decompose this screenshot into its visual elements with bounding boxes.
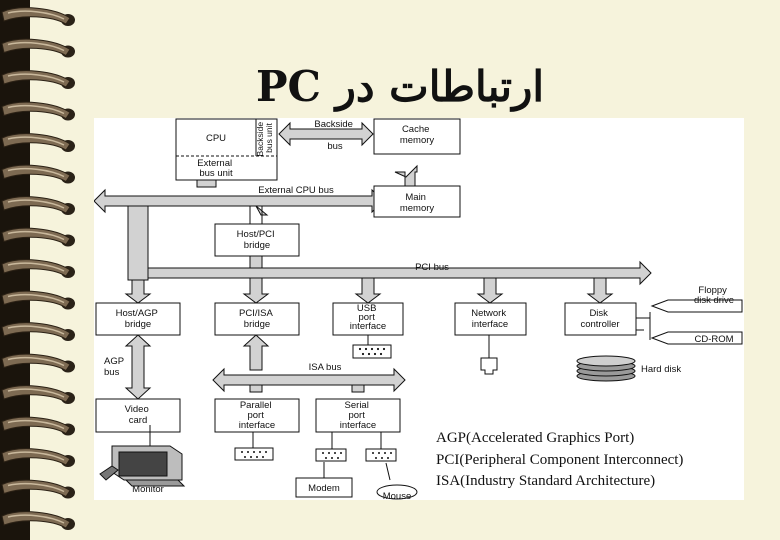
usb-port-interface-label: USB port interface <box>350 303 386 332</box>
serial-port-box <box>315 398 401 433</box>
pci-isa-drop-arrow <box>242 277 270 304</box>
serial-drop-arrow <box>351 384 365 393</box>
pci-bus-arrow <box>147 260 652 286</box>
binding-ring <box>1 38 75 58</box>
binding-ring <box>1 448 75 467</box>
mouse-icon <box>376 484 418 500</box>
monitor-icon <box>99 445 186 487</box>
disk-controller-label: Disk controller <box>580 308 619 330</box>
pc-architecture-diagram: CPU Backside bus unit External bus unit … <box>93 118 744 502</box>
usb-port-interface-box <box>332 302 404 336</box>
legend-isa: ISA(Industry Standard Architecture) <box>436 473 656 489</box>
binding-ring <box>1 416 75 436</box>
host-pci-bridge-label: Host/PCI bridge <box>237 229 278 251</box>
pci-bus-label: PCI bus <box>415 262 449 273</box>
cache-memory-label: Cache memory <box>400 124 435 146</box>
host-agp-bridge-box <box>95 302 181 336</box>
binding-ring <box>1 259 75 278</box>
cache-memory-box <box>373 118 461 155</box>
binding-ring <box>1 322 75 341</box>
parallel-drop-arrow <box>249 384 263 393</box>
external-cpu-bus-label: External CPU bus <box>258 185 334 196</box>
acronym-legend: AGP(Accelerated Graphics Port) PCI(Perip… <box>436 428 756 493</box>
binding-ring <box>1 479 75 499</box>
cd-rom-label: CD-ROM <box>694 334 733 345</box>
backside-bus-arrow <box>278 121 374 147</box>
usb-drop-arrow <box>354 277 382 304</box>
binding-ring <box>1 353 75 373</box>
serial-port-interface-label: Serial port interface <box>340 400 376 431</box>
cpu-bus-arrow <box>196 179 217 188</box>
network-interface-box <box>454 302 527 336</box>
binding-ring <box>1 511 75 530</box>
usb-connector-icon <box>352 344 392 359</box>
slide-title: ارتباطات در PC <box>255 62 545 111</box>
modem-label: Modem <box>308 483 340 494</box>
isa-bus-arrow <box>212 367 406 393</box>
hard-disk-icon <box>576 355 636 382</box>
mouse-label: Mouse <box>383 491 412 500</box>
cpu-label: CPU <box>206 133 226 144</box>
legend-agp: AGP(Accelerated Graphics Port) <box>436 430 635 446</box>
backside-bus-label: Backside bus <box>314 119 355 152</box>
main-memory-box <box>373 185 461 218</box>
host-agp-bridge-label: Host/AGP bridge <box>116 308 161 330</box>
floppy-disk-drive-label: Floppy disk drive <box>694 285 734 306</box>
video-card-label: Video card <box>125 404 152 426</box>
notebook-binding <box>0 0 75 540</box>
main-memory-arrow <box>394 164 418 187</box>
binding-ring <box>1 164 75 184</box>
binding-ring <box>1 385 75 404</box>
network-interface-label: Network interface <box>471 308 508 330</box>
agp-bus-arrow <box>124 334 152 400</box>
network-drop-arrow <box>476 277 504 304</box>
cpu-box <box>175 118 278 181</box>
video-card-box <box>95 398 181 433</box>
host-pci-bridge-box <box>214 223 300 257</box>
binding-ring <box>1 101 75 121</box>
external-bus-unit-label: External bus unit <box>197 158 235 179</box>
binding-ring <box>1 227 75 247</box>
pci-isa-bridge-box <box>214 302 300 336</box>
agp-down-arrow <box>124 279 152 304</box>
parallel-connector-icon <box>234 447 274 461</box>
binding-ring <box>1 70 75 89</box>
agp-bus-label: AGP bus <box>104 356 127 378</box>
backside-unit-label: Backside bus unit <box>255 120 274 157</box>
binding-ring <box>1 196 75 215</box>
hard-disk-label: Hard disk <box>641 364 681 375</box>
parallel-port-interface-label: Parallel port interface <box>239 400 275 431</box>
main-memory-label: Main memory <box>400 192 435 214</box>
disk-drop-arrow <box>586 277 614 304</box>
host-pci-down-arrow <box>249 255 263 269</box>
floppy-disk-icon <box>650 299 743 313</box>
network-jack-icon <box>480 357 498 375</box>
agp-link-arrow <box>127 205 149 281</box>
binding-ring <box>1 133 75 152</box>
monitor-label: Monitor <box>132 484 164 495</box>
isa-bridge-arrow <box>242 334 270 371</box>
parallel-port-box <box>214 398 300 433</box>
binding-ring <box>1 7 75 26</box>
binding-ring <box>1 290 75 310</box>
disk-controller-box <box>564 302 637 336</box>
isa-bus-label: ISA bus <box>309 362 342 373</box>
pci-isa-bridge-label: PCI/ISA bridge <box>239 308 275 330</box>
serial-connector-1-icon <box>315 448 347 462</box>
legend-pci: PCI(Peripheral Component Interconnect) <box>436 451 684 468</box>
cd-rom-icon <box>650 331 743 345</box>
serial-connector-2-icon <box>365 448 397 462</box>
